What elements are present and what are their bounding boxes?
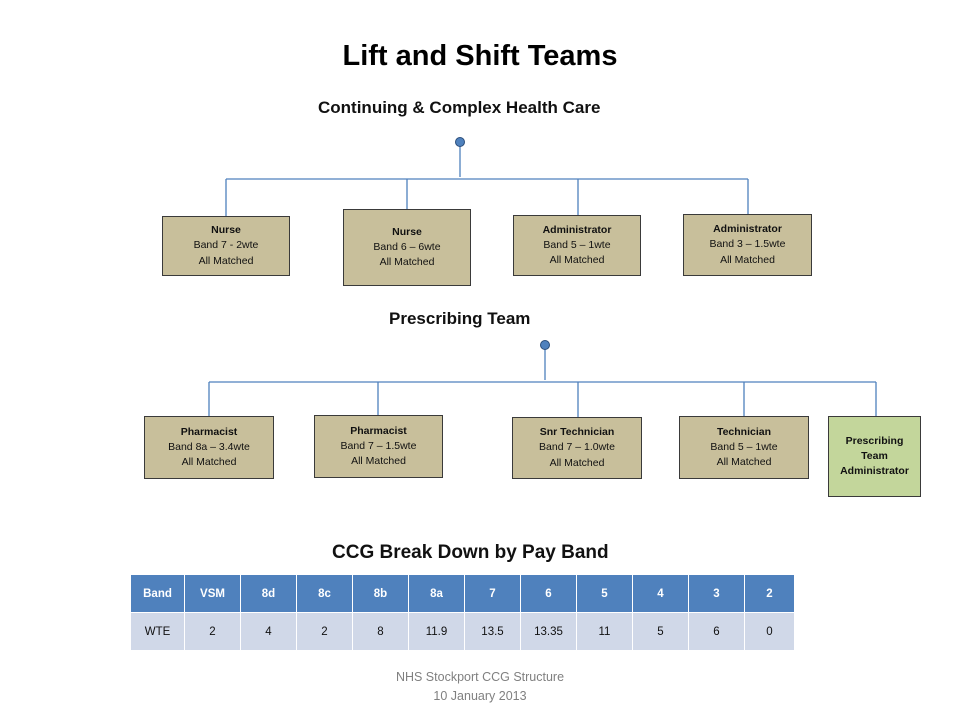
table-cell: 2 bbox=[296, 612, 353, 651]
box-role: Snr Technician bbox=[539, 426, 615, 439]
header-cell: 2 bbox=[744, 574, 795, 613]
ccch-node-dot bbox=[455, 137, 465, 147]
header-cell: 8b bbox=[352, 574, 409, 613]
presc-node-dot bbox=[540, 340, 550, 350]
table-cell: 6 bbox=[688, 612, 745, 651]
presc-box-technician: Technician Band 5 – 1wte All Matched bbox=[679, 416, 809, 479]
box-line: Prescribing bbox=[845, 434, 904, 447]
box-role: Technician bbox=[716, 425, 772, 438]
header-cell: 8d bbox=[240, 574, 297, 613]
table-cell: 4 bbox=[240, 612, 297, 651]
box-role: Pharmacist bbox=[350, 424, 407, 437]
breakdown-heading: CCG Break Down by Pay Band bbox=[332, 542, 609, 563]
box-status: All Matched bbox=[549, 456, 605, 469]
ccch-box-nurse-band6: Nurse Band 6 – 6wte All Matched bbox=[343, 209, 471, 286]
table-cell: WTE bbox=[130, 612, 185, 651]
presc-box-pharmacist-band7: Pharmacist Band 7 – 1.5wte All Matched bbox=[314, 415, 443, 478]
box-band: Band 7 – 1.5wte bbox=[340, 439, 417, 452]
box-status: All Matched bbox=[351, 455, 406, 468]
table-cell: 2 bbox=[184, 612, 241, 651]
box-band: Band 7 - 2wte bbox=[193, 239, 259, 252]
box-role: Nurse bbox=[392, 225, 422, 238]
box-line: Team bbox=[861, 449, 888, 462]
ccch-box-administrator-band5: Administrator Band 5 – 1wte All Matched bbox=[513, 215, 641, 276]
ccch-heading: Continuing & Complex Health Care bbox=[318, 98, 601, 117]
table-row: WTE 2 4 2 8 11.9 13.5 13.35 11 5 6 0 bbox=[130, 612, 795, 651]
table-cell: 11.9 bbox=[408, 612, 465, 651]
table-cell: 11 bbox=[576, 612, 633, 651]
table-cell: 8 bbox=[352, 612, 409, 651]
presc-box-team-administrator: Prescribing Team Administrator bbox=[828, 416, 921, 497]
table-cell: 0 bbox=[744, 612, 795, 651]
ccch-box-administrator-band3: Administrator Band 3 – 1.5wte All Matche… bbox=[683, 214, 812, 276]
box-band: Band 6 – 6wte bbox=[373, 240, 441, 253]
box-band: Band 5 – 1wte bbox=[543, 238, 611, 251]
table-cell: 5 bbox=[632, 612, 689, 651]
box-status: All Matched bbox=[198, 254, 254, 267]
header-cell: 6 bbox=[520, 574, 577, 613]
box-role: Administrator bbox=[713, 223, 782, 236]
header-cell: 3 bbox=[688, 574, 745, 613]
box-band: Band 7 – 1.0wte bbox=[539, 441, 615, 454]
header-cell: 7 bbox=[464, 574, 521, 613]
table-cell: 13.5 bbox=[464, 612, 521, 651]
box-band: Band 8a – 3.4wte bbox=[168, 440, 250, 453]
box-status: All Matched bbox=[181, 456, 237, 469]
box-status: All Matched bbox=[549, 254, 605, 267]
header-cell: 4 bbox=[632, 574, 689, 613]
prescribing-heading: Prescribing Team bbox=[389, 309, 531, 328]
presc-box-snr-technician: Snr Technician Band 7 – 1.0wte All Match… bbox=[512, 417, 642, 479]
header-cell: 8a bbox=[408, 574, 465, 613]
header-cell: VSM bbox=[184, 574, 241, 613]
box-line: Administrator bbox=[840, 465, 909, 478]
page-title: Lift and Shift Teams bbox=[342, 40, 618, 72]
footer: NHS Stockport CCG Structure 10 January 2… bbox=[0, 668, 960, 706]
ccch-box-nurse-band7: Nurse Band 7 - 2wte All Matched bbox=[162, 216, 290, 276]
box-role: Nurse bbox=[211, 224, 241, 237]
box-role: Administrator bbox=[542, 223, 612, 236]
presc-box-pharmacist-band8a: Pharmacist Band 8a – 3.4wte All Matched bbox=[144, 416, 274, 479]
box-role: Pharmacist bbox=[180, 425, 238, 438]
box-band: Band 5 – 1wte bbox=[710, 440, 778, 453]
header-cell: 8c bbox=[296, 574, 353, 613]
pay-band-table: Band VSM 8d 8c 8b 8a 7 6 5 4 3 2 WTE 2 4… bbox=[130, 574, 795, 651]
table-header-row: Band VSM 8d 8c 8b 8a 7 6 5 4 3 2 bbox=[130, 574, 795, 613]
footer-date: 10 January 2013 bbox=[433, 688, 527, 703]
footer-title: NHS Stockport CCG Structure bbox=[395, 670, 565, 684]
header-cell: 5 bbox=[576, 574, 633, 613]
box-status: All Matched bbox=[720, 253, 775, 266]
box-status: All Matched bbox=[716, 456, 772, 469]
box-status: All Matched bbox=[379, 256, 435, 269]
header-cell: Band bbox=[130, 574, 185, 613]
pay-band-table-grid: Band VSM 8d 8c 8b 8a 7 6 5 4 3 2 WTE 2 4… bbox=[130, 574, 795, 651]
box-band: Band 3 – 1.5wte bbox=[709, 238, 786, 251]
table-cell: 13.35 bbox=[520, 612, 577, 651]
